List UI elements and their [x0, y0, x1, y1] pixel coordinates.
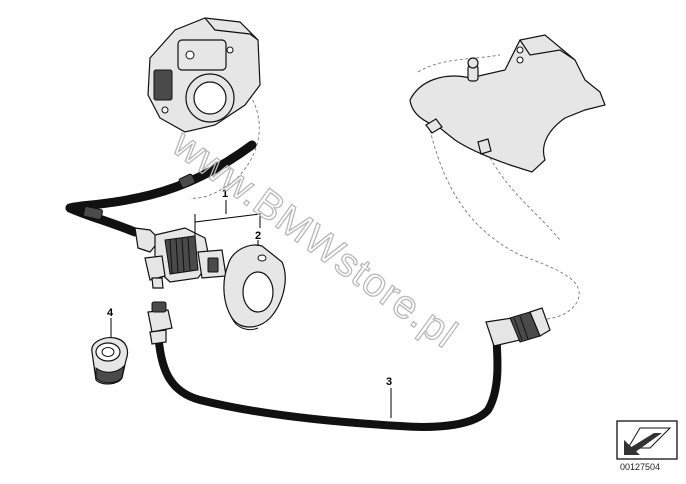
- callout-leaders: [110, 200, 392, 418]
- upper-vent-hose: [65, 140, 257, 237]
- part-2-mounting-ring: [223, 244, 286, 331]
- part-1-vent-valve: [134, 227, 227, 289]
- watermark: www.BMWstore.pl: [164, 121, 465, 357]
- throttle-body: [147, 17, 261, 133]
- arrow-down-left-icon[interactable]: [616, 420, 678, 460]
- context-dashed-lines: [189, 94, 580, 321]
- callout-4: 4: [107, 307, 114, 319]
- callout-3: 3: [386, 376, 392, 388]
- reference-number: 00127504: [620, 462, 660, 472]
- callout-1: 1: [222, 188, 228, 200]
- part-4-grommet: [91, 337, 129, 385]
- intake-manifold: [409, 34, 606, 173]
- part-3-vent-line: [147, 301, 551, 431]
- callout-labels: 1 2 3 4: [107, 188, 392, 388]
- callout-2: 2: [255, 230, 261, 242]
